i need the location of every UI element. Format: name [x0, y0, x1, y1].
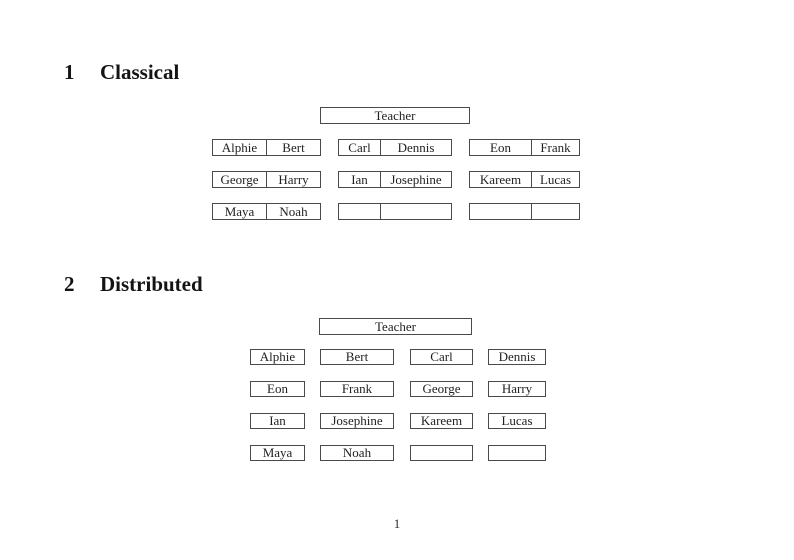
section-title: Distributed — [100, 272, 203, 296]
seat-name: Carl — [339, 140, 381, 155]
teacher-label: Teacher — [375, 318, 416, 334]
desk: George — [410, 381, 473, 397]
desk: Kareem — [410, 413, 473, 429]
seat-empty — [489, 446, 545, 460]
section-heading-distributed: 2 Distributed — [64, 272, 203, 296]
seat-name: Lucas — [501, 414, 533, 428]
seat-name: Kareem — [420, 414, 463, 428]
seat-name: Ian — [269, 414, 286, 428]
section-number: 2 — [64, 272, 75, 296]
seat-name: Eon — [267, 382, 288, 396]
desk — [469, 203, 580, 220]
teacher-box-distributed: Teacher — [319, 318, 472, 335]
seat-name: Harry — [501, 382, 533, 396]
desk: Eon — [250, 381, 305, 397]
seat-name: Frank — [540, 140, 571, 155]
desk: Josephine — [320, 413, 394, 429]
seat-name: Bert — [345, 350, 369, 364]
seat-name: Dennis — [397, 140, 435, 155]
seat-name: Bert — [282, 140, 305, 155]
seat-empty — [532, 204, 579, 219]
desk: Maya — [250, 445, 305, 461]
desk: Carl Dennis — [338, 139, 452, 156]
desk — [410, 445, 473, 461]
desk: Eon Frank — [469, 139, 580, 156]
seat-name: Noah — [342, 446, 372, 460]
seat-name: George — [422, 382, 461, 396]
seat-name: Eon — [470, 140, 532, 155]
seat-name: Lucas — [539, 172, 572, 187]
seat-name: Dennis — [498, 350, 536, 364]
seat-empty — [411, 446, 472, 460]
desk: Kareem Lucas — [469, 171, 580, 188]
desk: Alphie Bert — [212, 139, 321, 156]
section-title: Classical — [100, 60, 180, 84]
desk: Lucas — [488, 413, 546, 429]
desk: Noah — [320, 445, 394, 461]
desk: Ian Josephine — [338, 171, 452, 188]
seat-empty — [470, 204, 532, 219]
desk: Carl — [410, 349, 473, 365]
desk: Frank — [320, 381, 394, 397]
seat-name: Noah — [279, 204, 308, 219]
desk: George Harry — [212, 171, 321, 188]
seat-name: Kareem — [470, 172, 532, 187]
seat-name: Maya — [262, 446, 293, 460]
desk — [338, 203, 452, 220]
seat-name: Alphie — [213, 140, 267, 155]
teacher-box-classical: Teacher — [320, 107, 470, 124]
seat-name: Josephine — [390, 172, 442, 187]
section-number: 1 — [64, 60, 75, 84]
seat-name: Frank — [341, 382, 373, 396]
desk: Alphie — [250, 349, 305, 365]
desk: Ian — [250, 413, 305, 429]
seat-name: Josephine — [331, 414, 383, 428]
desk: Maya Noah — [212, 203, 321, 220]
seat-name: Maya — [213, 204, 267, 219]
seat-name: Harry — [278, 172, 309, 187]
seat-empty — [381, 204, 451, 219]
desk: Bert — [320, 349, 394, 365]
teacher-label: Teacher — [374, 107, 416, 123]
seat-empty — [339, 204, 381, 219]
seat-name: George — [213, 172, 267, 187]
seat-name: Carl — [430, 350, 453, 364]
desk: Harry — [488, 381, 546, 397]
desk: Dennis — [488, 349, 546, 365]
seat-name: Alphie — [259, 350, 296, 364]
page-number: 1 — [393, 516, 401, 531]
section-heading-classical: 1 Classical — [64, 60, 179, 84]
desk — [488, 445, 546, 461]
seat-name: Ian — [339, 172, 381, 187]
